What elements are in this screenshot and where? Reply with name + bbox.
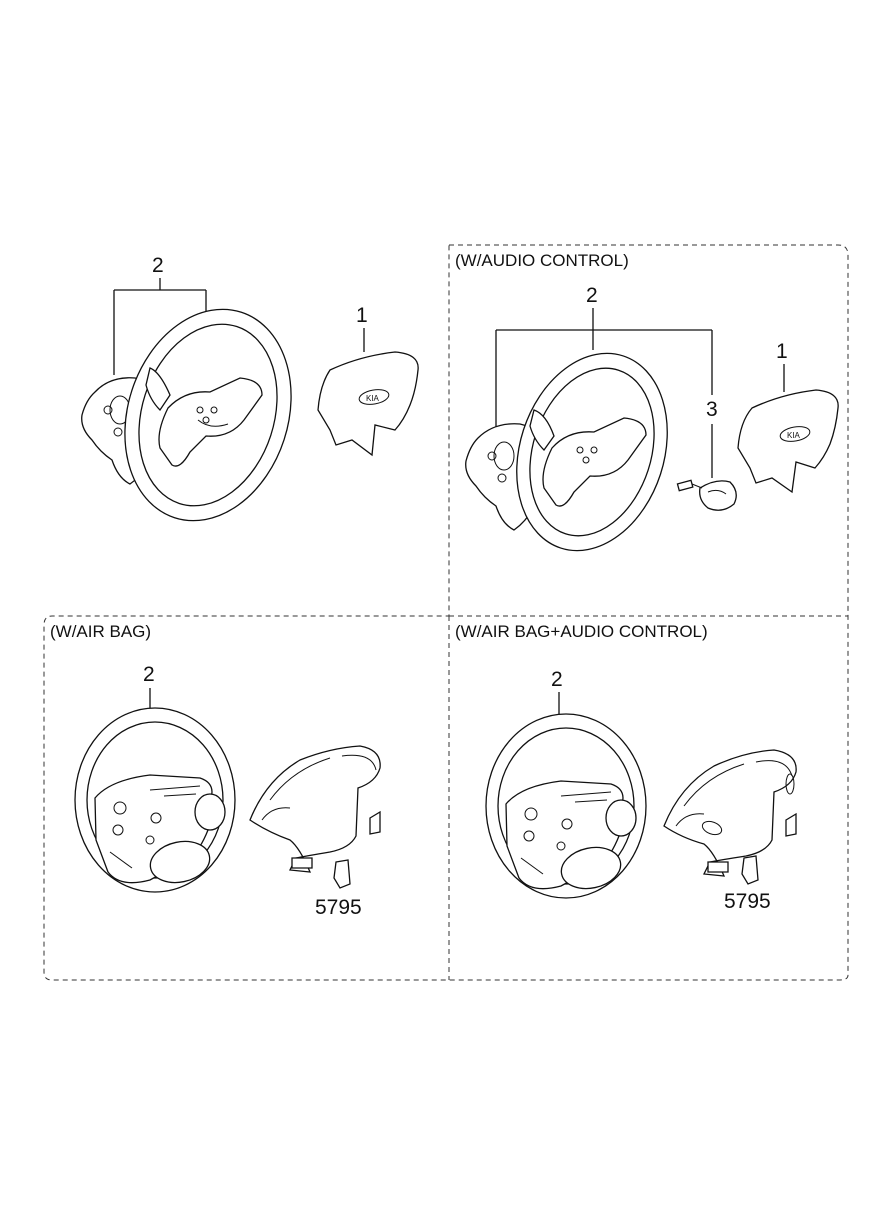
wheel-cover-trim (249, 745, 381, 873)
section-top-right: (W/AUDIO CONTROL) 2 3 (455, 251, 839, 552)
section-bottom-left: (W/AIR BAG) 2 5795 (50, 622, 381, 919)
callout-2: 2 (551, 668, 563, 691)
kia-logo: KIA (366, 394, 380, 403)
wheel-cover-trim (663, 749, 797, 877)
trim-clip (741, 855, 759, 885)
title-audio-control: (W/AUDIO CONTROL) (455, 251, 629, 270)
part-number-5795: 5795 (315, 896, 362, 919)
kia-logo: KIA (787, 431, 801, 440)
steering-wheel (516, 352, 668, 552)
callout-1: 1 (356, 304, 368, 327)
section-top-left: 2 1 KIA (81, 254, 419, 522)
steering-wheel (124, 308, 292, 522)
steering-wheel (485, 713, 647, 899)
callout-2: 2 (586, 284, 598, 307)
title-air-bag: (W/AIR BAG) (50, 622, 151, 641)
callout-2: 2 (143, 663, 155, 686)
title-air-bag-audio-control: (W/AIR BAG+AUDIO CONTROL) (455, 622, 708, 641)
trim-clip (333, 859, 351, 889)
callout-3: 3 (706, 398, 718, 421)
airbag-pad: KIA (737, 389, 839, 494)
airbag-pad: KIA (317, 351, 419, 457)
section-bottom-right: (W/AIR BAG+AUDIO CONTROL) 2 (455, 622, 797, 913)
part-number-5795: 5795 (724, 890, 771, 913)
callout-2: 2 (152, 254, 164, 277)
steering-wheel (74, 707, 236, 893)
audio-remote-switch (676, 479, 737, 511)
callout-1: 1 (776, 340, 788, 363)
section-frames (43, 244, 849, 981)
